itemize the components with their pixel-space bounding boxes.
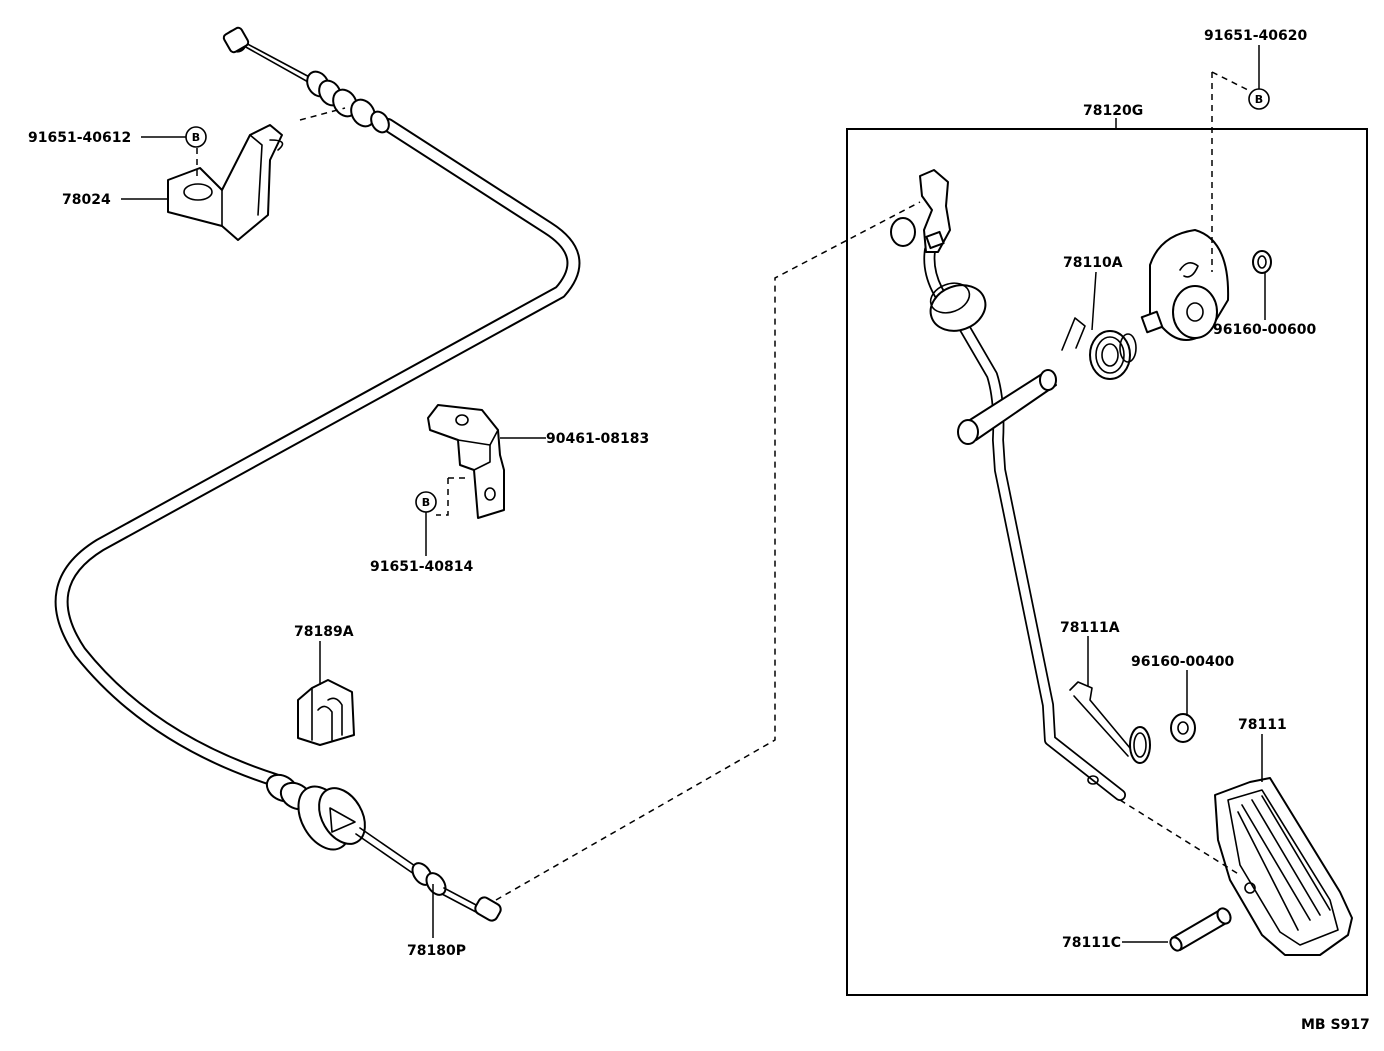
callout-78120G: 78120G bbox=[1083, 103, 1143, 119]
callout-96160-00600: 96160-00600 bbox=[1213, 322, 1316, 338]
assembly-dashed-lines bbox=[196, 71, 1249, 901]
callout-78180P: 78180P bbox=[407, 943, 466, 959]
callout-91651-40814: 91651-40814 bbox=[370, 559, 473, 575]
pad-spring-78111A bbox=[1069, 681, 1151, 764]
cable-clamp-90461-08183 bbox=[427, 404, 505, 519]
callout-78189A: 78189A bbox=[294, 624, 354, 640]
cable-clip-78189A bbox=[297, 679, 355, 746]
bolt-marker-label: B bbox=[1255, 93, 1263, 106]
accelerator-cable bbox=[54, 26, 581, 922]
bolt-marker-mid: B bbox=[415, 491, 437, 513]
bolt-marker-right: B bbox=[1248, 88, 1270, 110]
pedal-pivot-bracket bbox=[1140, 229, 1230, 341]
clip-96160-00400 bbox=[1170, 713, 1196, 743]
callout-78110A: 78110A bbox=[1063, 255, 1123, 271]
callout-90461-08183: 90461-08183 bbox=[546, 431, 649, 447]
bolt-marker-label: B bbox=[192, 131, 200, 144]
bolt-marker-label: B bbox=[422, 496, 430, 509]
callout-78111C: 78111C bbox=[1062, 935, 1121, 951]
callout-91651-40620: 91651-40620 bbox=[1204, 28, 1307, 44]
pedal-assembly-frame bbox=[846, 128, 1368, 996]
bolt-marker-left: B bbox=[185, 126, 207, 148]
figure-code: MB S917 bbox=[1301, 1017, 1370, 1033]
pedal-pad-78111 bbox=[1214, 777, 1353, 956]
callout-91651-40612: 91651-40612 bbox=[28, 130, 131, 146]
clip-96160-00600 bbox=[1252, 250, 1272, 274]
callout-78111A: 78111A bbox=[1060, 620, 1120, 636]
callout-78024: 78024 bbox=[62, 192, 111, 208]
cable-bracket-78024 bbox=[167, 124, 284, 241]
pad-pin-78111C bbox=[1169, 907, 1232, 952]
leader-lines bbox=[121, 45, 1266, 943]
callout-78111: 78111 bbox=[1238, 717, 1287, 733]
callout-96160-00400: 96160-00400 bbox=[1131, 654, 1234, 670]
return-spring-78110A bbox=[1061, 317, 1137, 380]
pedal-lever bbox=[890, 169, 1126, 801]
